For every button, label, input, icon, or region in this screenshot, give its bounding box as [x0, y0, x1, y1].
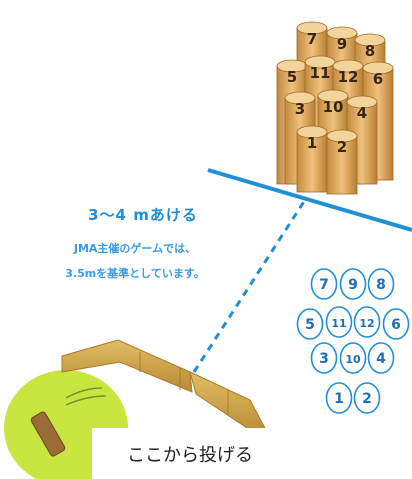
molkky-stick	[30, 387, 107, 457]
diagram-pin-7-label: 7	[319, 277, 329, 293]
pin-2-label: 2	[337, 138, 347, 156]
rule-note-line-1: JMA主催のゲームでは、	[73, 242, 197, 255]
diagram-pin-10-label: 10	[345, 353, 361, 366]
pin-9-label: 9	[337, 35, 347, 53]
pin-11-label: 11	[310, 64, 331, 82]
pin-1: 1	[296, 125, 328, 193]
pin-2: 2	[326, 129, 358, 195]
diagram-pin-1-label: 1	[334, 391, 344, 407]
pin-10-label: 10	[323, 98, 344, 116]
pin-5-label: 5	[287, 68, 297, 86]
distance-label: 3～4 mあける	[88, 206, 198, 224]
diagram-pin-8-label: 8	[376, 277, 386, 293]
pin-7-label: 7	[307, 30, 317, 48]
diagram-pin-11: 11	[325, 306, 353, 338]
diagram-pin-4-label: 4	[376, 351, 386, 367]
diagram-pin-6-label: 6	[391, 317, 401, 333]
wooden-fence	[61, 339, 267, 439]
pin-4-label: 4	[357, 104, 367, 122]
pin-3-label: 3	[295, 100, 305, 118]
diagram-pin-1: 1	[325, 382, 353, 414]
diagram-pin-5: 5	[296, 308, 324, 340]
throw-position-label: ここから投げる	[92, 428, 288, 479]
diagram-pin-9: 9	[339, 268, 367, 300]
pin-12-label: 12	[338, 68, 359, 86]
diagram-pin-3: 3	[310, 342, 338, 374]
pin-1-label: 1	[307, 134, 317, 152]
diagram-pin-11-label: 11	[331, 317, 346, 330]
diagram-pin-6: 6	[382, 308, 410, 340]
diagram-pin-4: 4	[367, 342, 395, 374]
diagram-pin-8: 8	[367, 268, 395, 300]
diagram-pin-2: 2	[353, 382, 381, 414]
rule-note-line-2: 3.5mを基準としています。	[65, 267, 205, 280]
pin-8-label: 8	[365, 42, 375, 60]
diagram-pin-12-label: 12	[359, 317, 374, 330]
diagram-pin-2-label: 2	[362, 391, 372, 407]
rule-note: JMA主催のゲームでは、 3.5mを基準としています。	[40, 236, 230, 286]
diagram-pin-10: 10	[339, 342, 367, 374]
distance-guide-line	[192, 199, 307, 373]
diagram-pin-7: 7	[310, 268, 338, 300]
diagram-pin-3-label: 3	[319, 351, 329, 367]
pin-6-label: 6	[373, 70, 383, 88]
diagram-pin-5-label: 5	[305, 317, 315, 333]
diagram-pin-9-label: 9	[348, 277, 358, 293]
pin-baseline	[207, 168, 412, 232]
diagram-pin-12: 12	[353, 306, 381, 338]
